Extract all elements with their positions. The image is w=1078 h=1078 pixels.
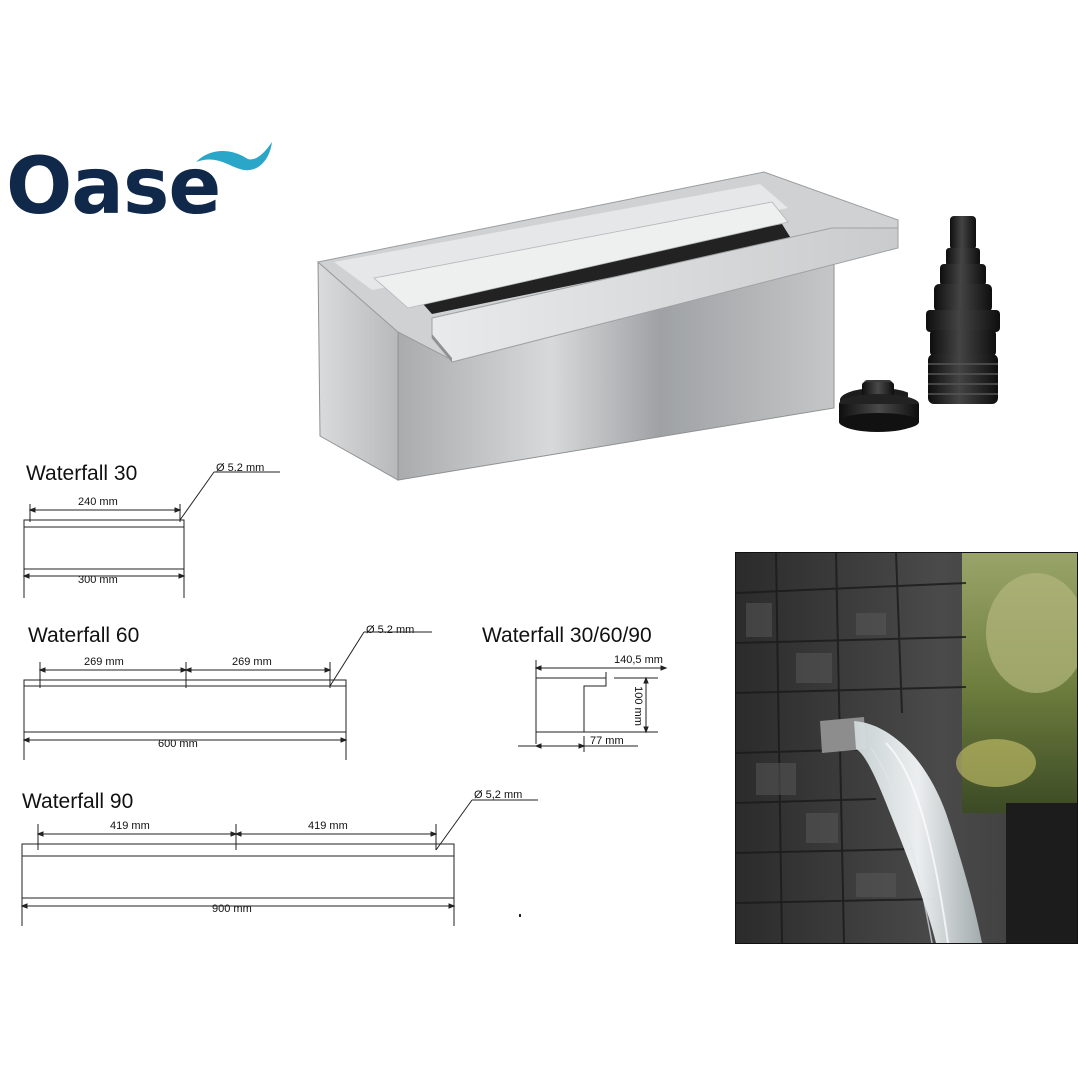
waterfall-photo <box>735 552 1078 944</box>
waterfall-30-drawing <box>22 471 280 598</box>
profile-width-dim: 140,5 mm <box>614 654 663 666</box>
brand-logo-text: Oase <box>6 142 221 232</box>
plug-cap-icon <box>839 382 919 431</box>
waterfall-60-drawing <box>22 631 432 760</box>
waterfall-90-right-dim: 419 mm <box>308 820 348 832</box>
waterfall-30-hole-label: Ø 5.2 mm <box>216 462 265 474</box>
waterfall-30-top-dim: 240 mm <box>78 496 118 508</box>
waterfall-90-title: Waterfall 90 <box>22 790 134 813</box>
stray-mark <box>519 914 521 917</box>
waterfall-60-hole-label: Ø 5.2 mm <box>366 624 415 636</box>
waterfall-90-left-dim: 419 mm <box>110 820 150 832</box>
waterfall-60-bottom-dim: 600 mm <box>158 738 198 750</box>
profile-depth-dim: 77 mm <box>590 735 624 747</box>
waterfall-30-bottom-dim: 300 mm <box>78 574 118 586</box>
hose-connector-icon <box>926 216 1000 404</box>
waterfall-60-left-dim: 269 mm <box>84 656 124 668</box>
waterfall-90-drawing <box>20 799 538 926</box>
waterfall-60-right-dim: 269 mm <box>232 656 272 668</box>
brand-logo: Oase <box>6 140 276 240</box>
wave-icon <box>196 142 272 171</box>
waterfall-30-title: Waterfall 30 <box>26 462 138 485</box>
profile-title: Waterfall 30/60/90 <box>482 624 652 647</box>
waterfall-60-title: Waterfall 60 <box>28 624 140 647</box>
profile-drawing <box>518 660 668 752</box>
waterfall-90-hole-label: Ø 5,2 mm <box>474 789 523 801</box>
product-image <box>316 171 908 481</box>
waterfall-photo-image <box>736 553 1077 943</box>
